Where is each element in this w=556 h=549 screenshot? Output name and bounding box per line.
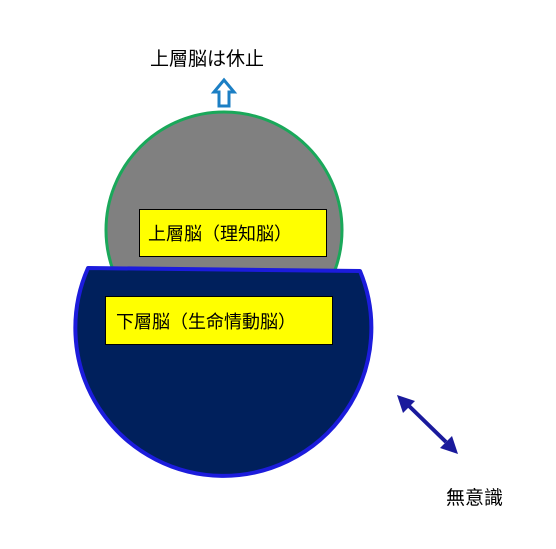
lower-brain-label: 下層脳（生命情動脳） bbox=[105, 296, 333, 345]
upper-brain-label: 上層脳（理知脳） bbox=[139, 209, 327, 257]
unconscious-caption: 無意識 bbox=[446, 487, 504, 509]
lower-brain-label-text: 下層脳（生命情動脳） bbox=[116, 311, 296, 333]
upper-brain-rest-caption: 上層脳は休止 bbox=[150, 48, 265, 70]
double-headed-arrow-icon bbox=[397, 395, 458, 454]
up-arrow-icon bbox=[210, 77, 238, 108]
upper-brain-label-text: 上層脳（理知脳） bbox=[148, 224, 292, 245]
